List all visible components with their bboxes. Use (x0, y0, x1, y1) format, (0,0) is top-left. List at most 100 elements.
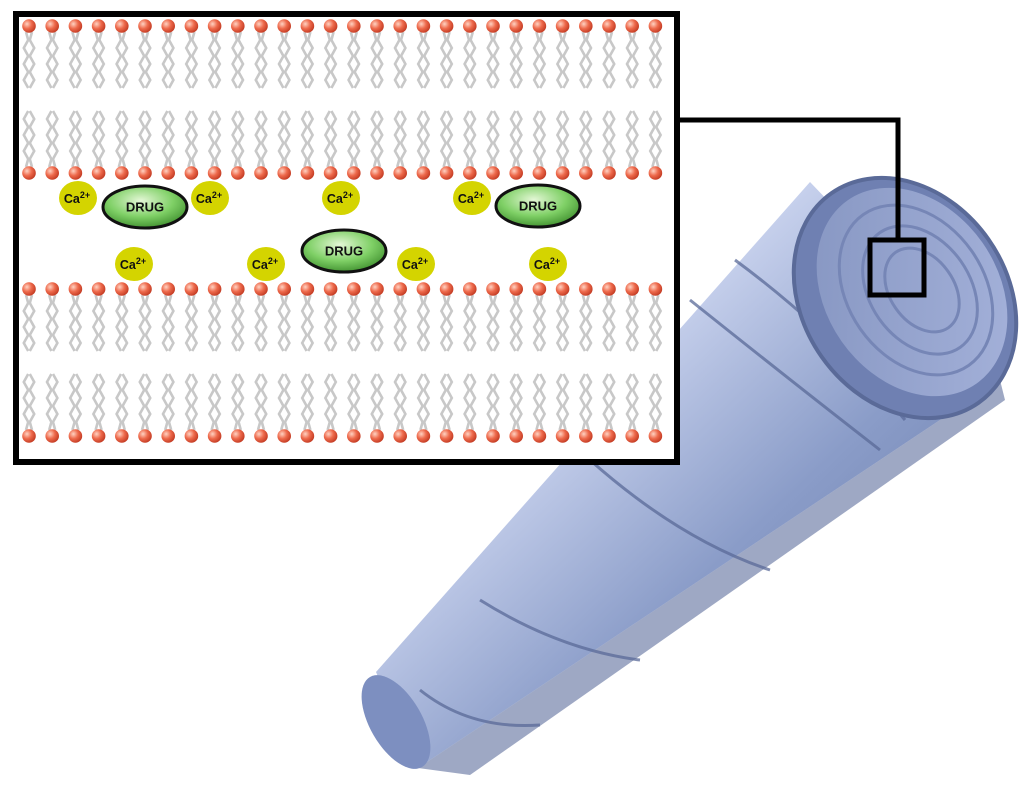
lipid-molecule (602, 373, 616, 443)
lipid-head (463, 282, 477, 296)
lipid-tail (283, 373, 291, 431)
lipid-molecule (486, 373, 500, 443)
lipid-molecule (138, 19, 152, 89)
calcium-ion: Ca2+ (59, 181, 97, 215)
lipid-tail (68, 373, 77, 431)
lipid-tail (97, 373, 106, 431)
lipid-head (393, 282, 408, 296)
drug-ellipse (494, 183, 582, 229)
lipid-tail (51, 294, 59, 352)
lipid-molecule (45, 19, 59, 89)
lipid-molecule (91, 373, 106, 443)
ion-label: Ca2+ (402, 256, 428, 272)
lipid-tail (463, 294, 471, 352)
lipid-head (138, 19, 152, 33)
lipid-molecule (323, 110, 338, 180)
lipid-tail (213, 294, 222, 352)
lipid-tail (74, 373, 83, 431)
lipid-tail (184, 31, 193, 89)
lipid-molecule (184, 373, 199, 443)
lipid-tail (300, 294, 309, 352)
lipid-tail (515, 110, 523, 168)
lipid-head (231, 166, 245, 180)
lipid-head (439, 282, 454, 296)
lipid-head (602, 19, 616, 33)
lipid-head (625, 166, 639, 180)
lipid-head (184, 282, 199, 296)
lipid-molecule (22, 19, 36, 89)
lipid-tail (515, 294, 523, 352)
lipid-tail (532, 294, 541, 352)
lipid-molecule (393, 19, 408, 89)
lipid-molecule (463, 19, 477, 89)
lipid-tail (51, 110, 59, 168)
lipid-tail (509, 373, 517, 431)
ion-symbol: Ca (64, 192, 81, 206)
lipid-tail (121, 31, 129, 89)
lipid-molecule (231, 373, 245, 443)
ion-label: Ca2+ (64, 190, 90, 206)
lipid-molecule (416, 373, 431, 443)
lipid-head (439, 429, 454, 443)
lipid-head (486, 429, 500, 443)
lipid-tail (608, 31, 616, 89)
lipid-tail (561, 294, 570, 352)
ion-circle (453, 181, 491, 215)
lipid-tail (486, 31, 494, 89)
lipid-molecule (300, 110, 315, 180)
lipid-tail (45, 110, 53, 168)
lipid-head (486, 19, 500, 33)
lipid-head (602, 429, 616, 443)
lipid-head (648, 166, 663, 180)
lipid-tail (469, 373, 477, 431)
lipid-tail (121, 294, 129, 352)
lipid-tail (469, 294, 477, 352)
lipid-head (347, 19, 361, 33)
lipid-head (648, 282, 663, 296)
ion-circle (322, 181, 360, 215)
lipid-head (532, 429, 547, 443)
lipid-molecule (231, 19, 245, 89)
lipid-tail (306, 31, 315, 89)
lipid-tail (602, 110, 610, 168)
lipid-head (509, 166, 523, 180)
lipid-tail (254, 373, 262, 431)
lipid-tail (445, 373, 454, 431)
lipid-molecule (68, 110, 83, 180)
lipid-tail (492, 31, 500, 89)
lipid-tail (167, 373, 175, 431)
lipid-head (416, 282, 431, 296)
lipid-tail (115, 110, 123, 168)
lipid-tail (422, 373, 431, 431)
lipid-tail (422, 294, 431, 352)
lipid-head (207, 282, 222, 296)
lipid-head (115, 166, 129, 180)
lipid-tail (254, 110, 262, 168)
ion-charge: 2+ (136, 256, 146, 266)
lipid-tail (28, 110, 36, 168)
lipid-tail (463, 31, 471, 89)
lipid-molecule (68, 373, 83, 443)
lipid-tail (561, 373, 570, 431)
ion-label: Ca2+ (534, 256, 560, 272)
lipid-molecule (300, 373, 315, 443)
lipid-molecule (463, 282, 477, 352)
lipid-tail (237, 373, 245, 431)
lipid-head (161, 19, 175, 33)
lipid-molecule (579, 110, 593, 180)
lipid-head (393, 429, 408, 443)
lipid-molecule (648, 110, 663, 180)
lipid-molecule (509, 19, 523, 89)
lipid-tail (28, 294, 36, 352)
lipid-tail (97, 294, 106, 352)
lipid-molecule (184, 19, 199, 89)
lipid-tail (91, 31, 100, 89)
lipid-head (254, 282, 268, 296)
lipid-tail (300, 110, 309, 168)
lipid-tail (28, 373, 36, 431)
lipid-molecule (532, 282, 547, 352)
lipid-tail (602, 373, 610, 431)
lipid-molecule (486, 110, 500, 180)
